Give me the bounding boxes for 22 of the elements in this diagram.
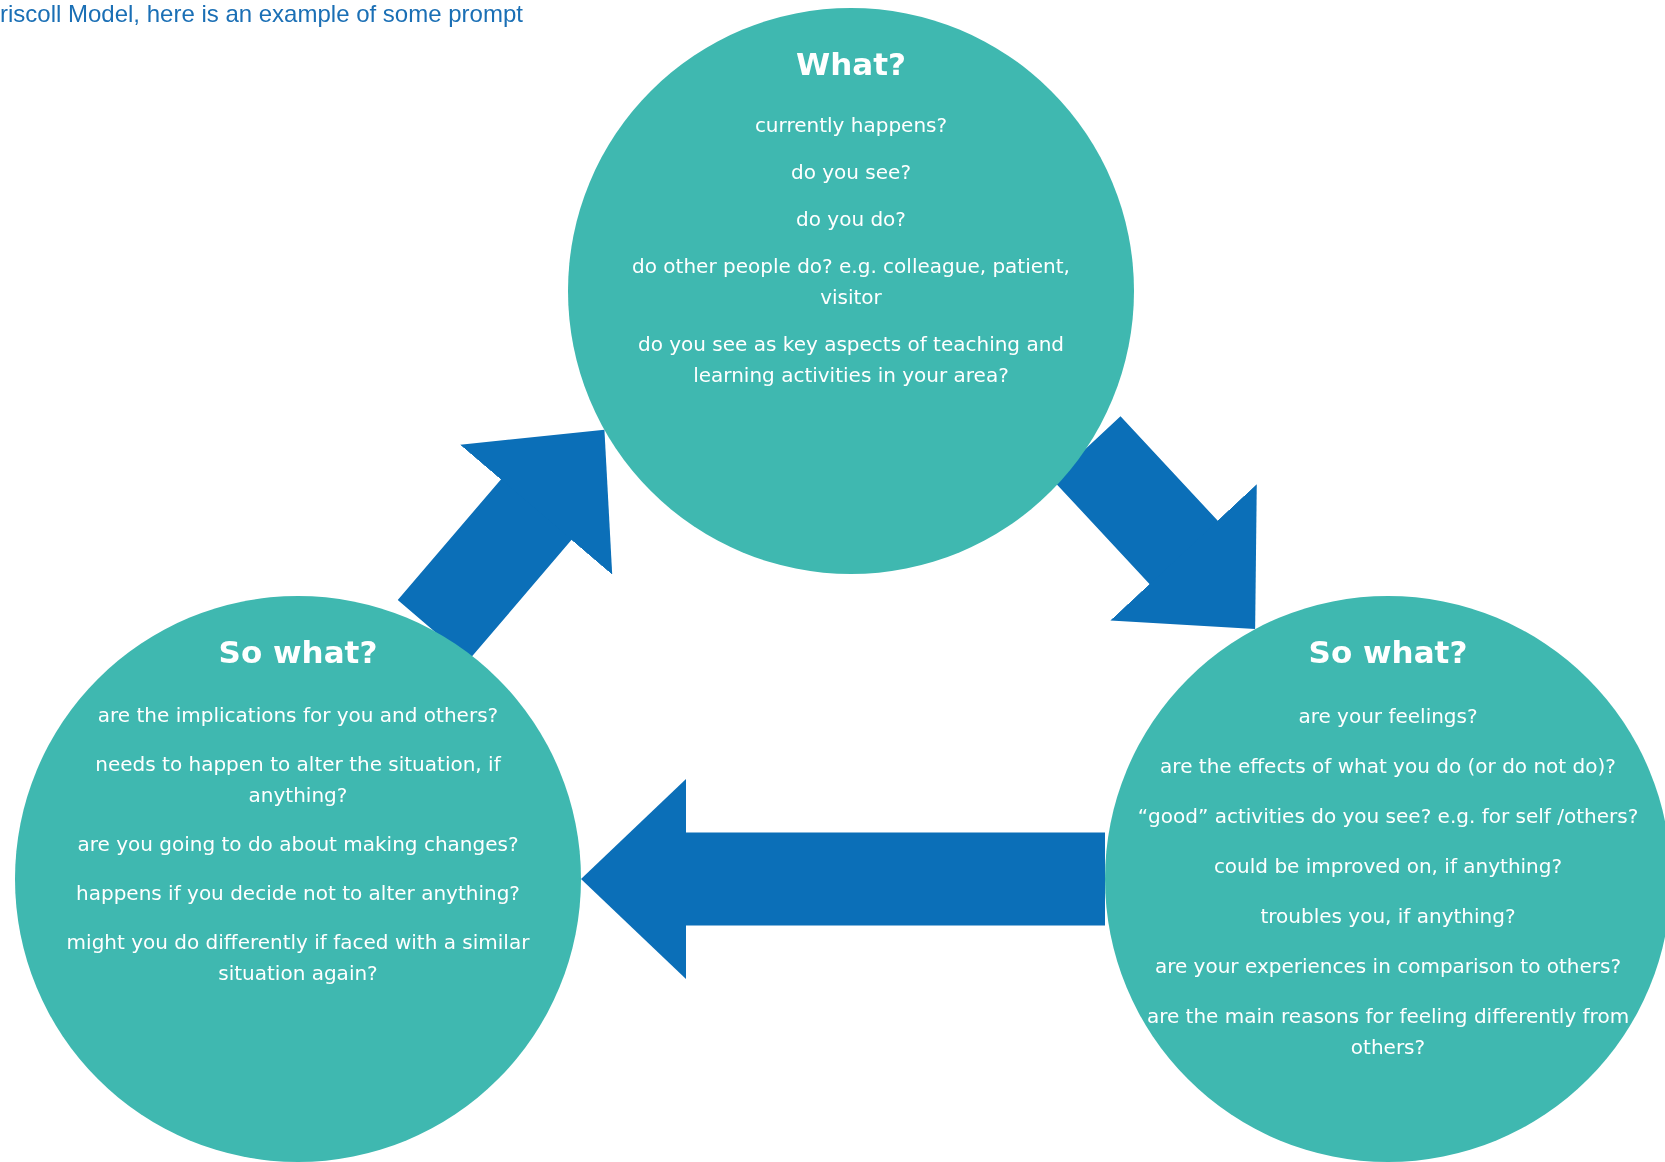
prompt-text: are you going to do about making changes? xyxy=(77,831,519,858)
circle-heading: So what? xyxy=(218,633,378,672)
prompt-text: are your feelings? xyxy=(1298,703,1478,730)
prompt-text: currently happens? xyxy=(754,112,948,139)
prompt-text: do other people do? e.g. colleague, patient, visitor xyxy=(631,253,1071,311)
prompt-text: do you see as key aspects of teaching and learning activities in your area? xyxy=(636,331,1066,389)
prompt-text: happens if you decide not to alter anything? xyxy=(76,880,520,907)
prompt-text: needs to happen to alter the situation, if anything? xyxy=(94,751,503,809)
block-arrow xyxy=(581,779,1105,979)
prompt-text: are the effects of what you do (or do not do)? xyxy=(1160,753,1616,780)
prompt-text: do you see? xyxy=(790,159,911,186)
prompt-text: are your experiences in comparison to others? xyxy=(1154,953,1622,980)
prompt-text: might you do differently if faced with a similar situation again? xyxy=(65,929,531,987)
prompt-text: are the implications for you and others? xyxy=(97,702,499,729)
circle-heading: So what? xyxy=(1308,633,1468,672)
prompt-text: are the main reasons for feeling differently from others? xyxy=(1145,1003,1631,1061)
prompt-text: could be improved on, if anything? xyxy=(1213,853,1563,880)
prompt-text: do you do? xyxy=(796,206,906,233)
prompt-text: troubles you, if anything? xyxy=(1260,903,1516,930)
header-text: riscoll Model, here is an example of some prompt xyxy=(0,0,523,28)
prompt-text: “good” activities do you see? e.g. for self /others? xyxy=(1137,803,1639,830)
circle-heading: What? xyxy=(796,45,906,84)
